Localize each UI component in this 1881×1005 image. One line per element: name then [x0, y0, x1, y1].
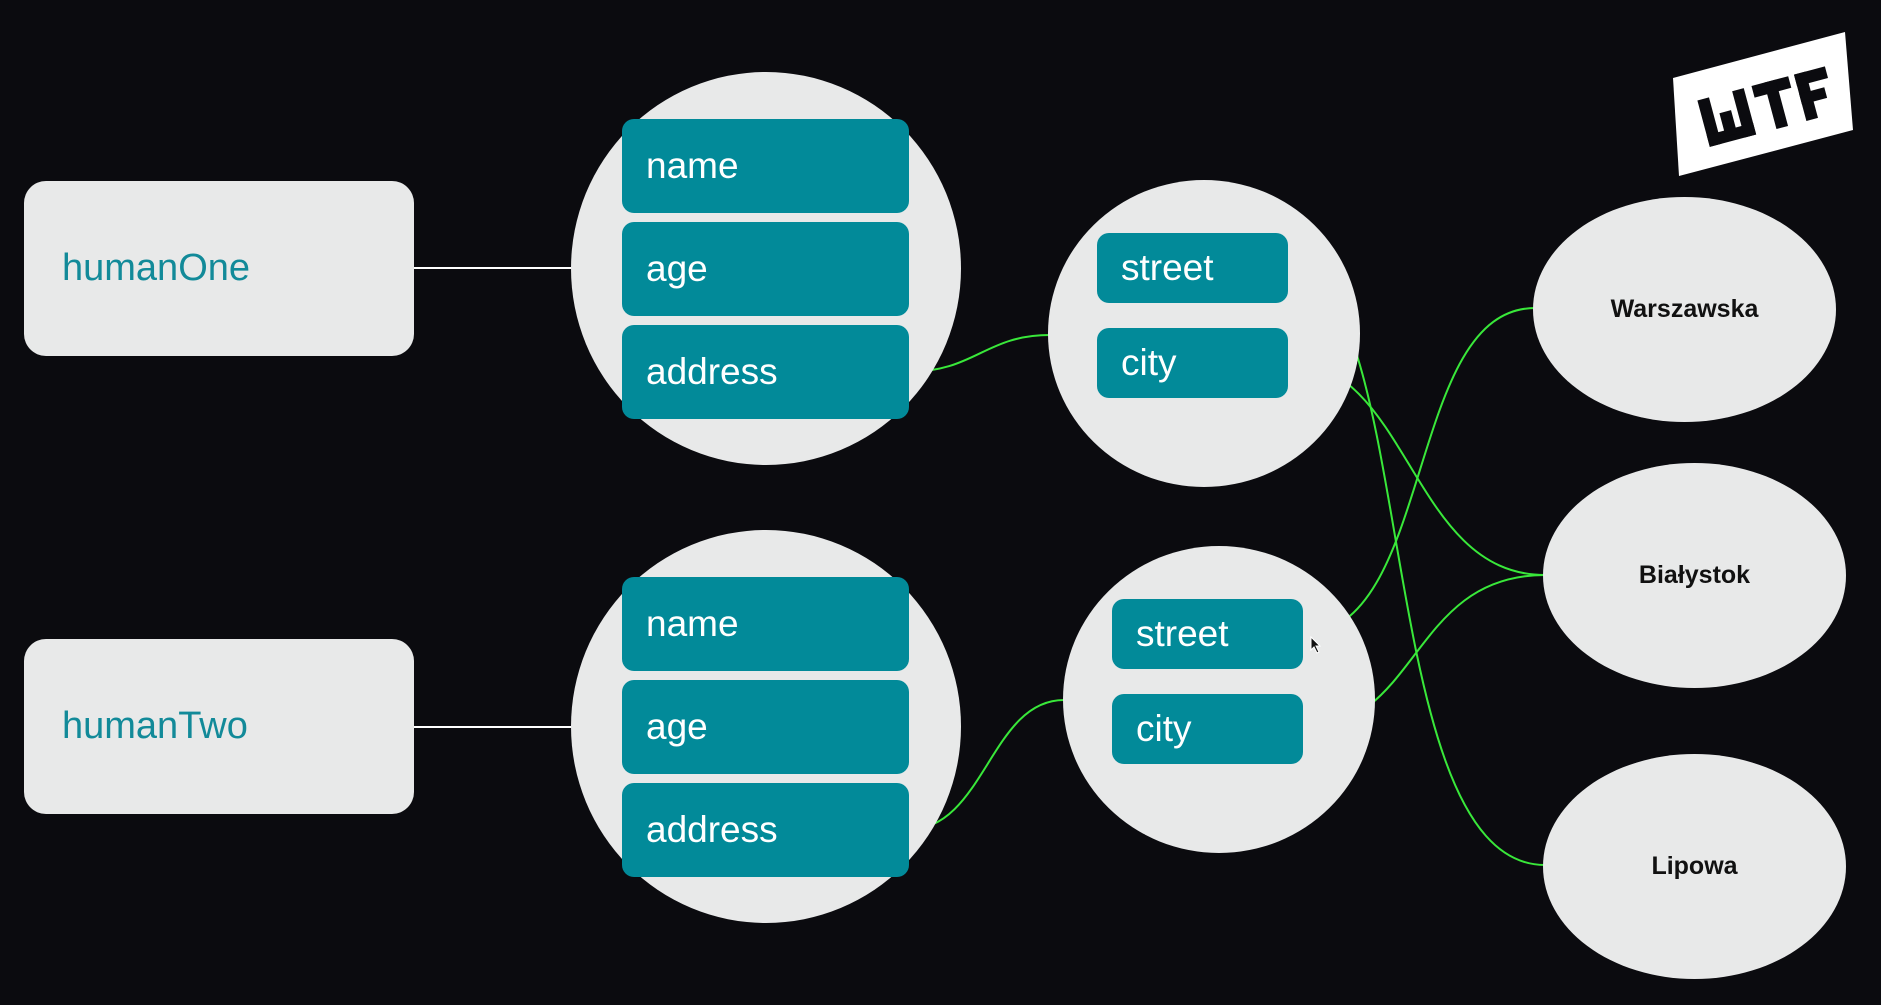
value-label: Warszawska: [1610, 295, 1759, 323]
field-label: city: [1136, 708, 1192, 749]
field-label: street: [1136, 613, 1229, 654]
field-age: age: [622, 680, 909, 774]
wtf-logo: [1673, 32, 1853, 176]
field-name: name: [622, 119, 909, 213]
field-label: age: [646, 248, 708, 289]
variable-humanOne: humanOne: [24, 181, 414, 356]
value-node-bialystok: Białystok: [1543, 463, 1846, 688]
field-city: city: [1112, 694, 1303, 764]
field-name: name: [622, 577, 909, 671]
variable-label: humanOne: [62, 247, 251, 289]
field-age: age: [622, 222, 909, 316]
field-label: name: [646, 603, 739, 644]
value-label: Lipowa: [1651, 852, 1738, 880]
value-node-warszawska: Warszawska: [1533, 197, 1836, 422]
field-address: address: [622, 783, 909, 877]
field-label: city: [1121, 342, 1177, 383]
value-node-lipowa: Lipowa: [1543, 754, 1846, 979]
field-label: age: [646, 706, 708, 747]
variable-humanTwo: humanTwo: [24, 639, 414, 814]
field-label: street: [1121, 247, 1214, 288]
variable-label: humanTwo: [62, 705, 248, 747]
mouse-cursor-icon: [1310, 636, 1322, 654]
field-street: street: [1097, 233, 1288, 303]
value-label: Białystok: [1638, 561, 1751, 589]
field-label: name: [646, 145, 739, 186]
field-label: address: [646, 809, 778, 850]
field-street: street: [1112, 599, 1303, 669]
field-label: address: [646, 351, 778, 392]
field-city: city: [1097, 328, 1288, 398]
field-address: address: [622, 325, 909, 419]
